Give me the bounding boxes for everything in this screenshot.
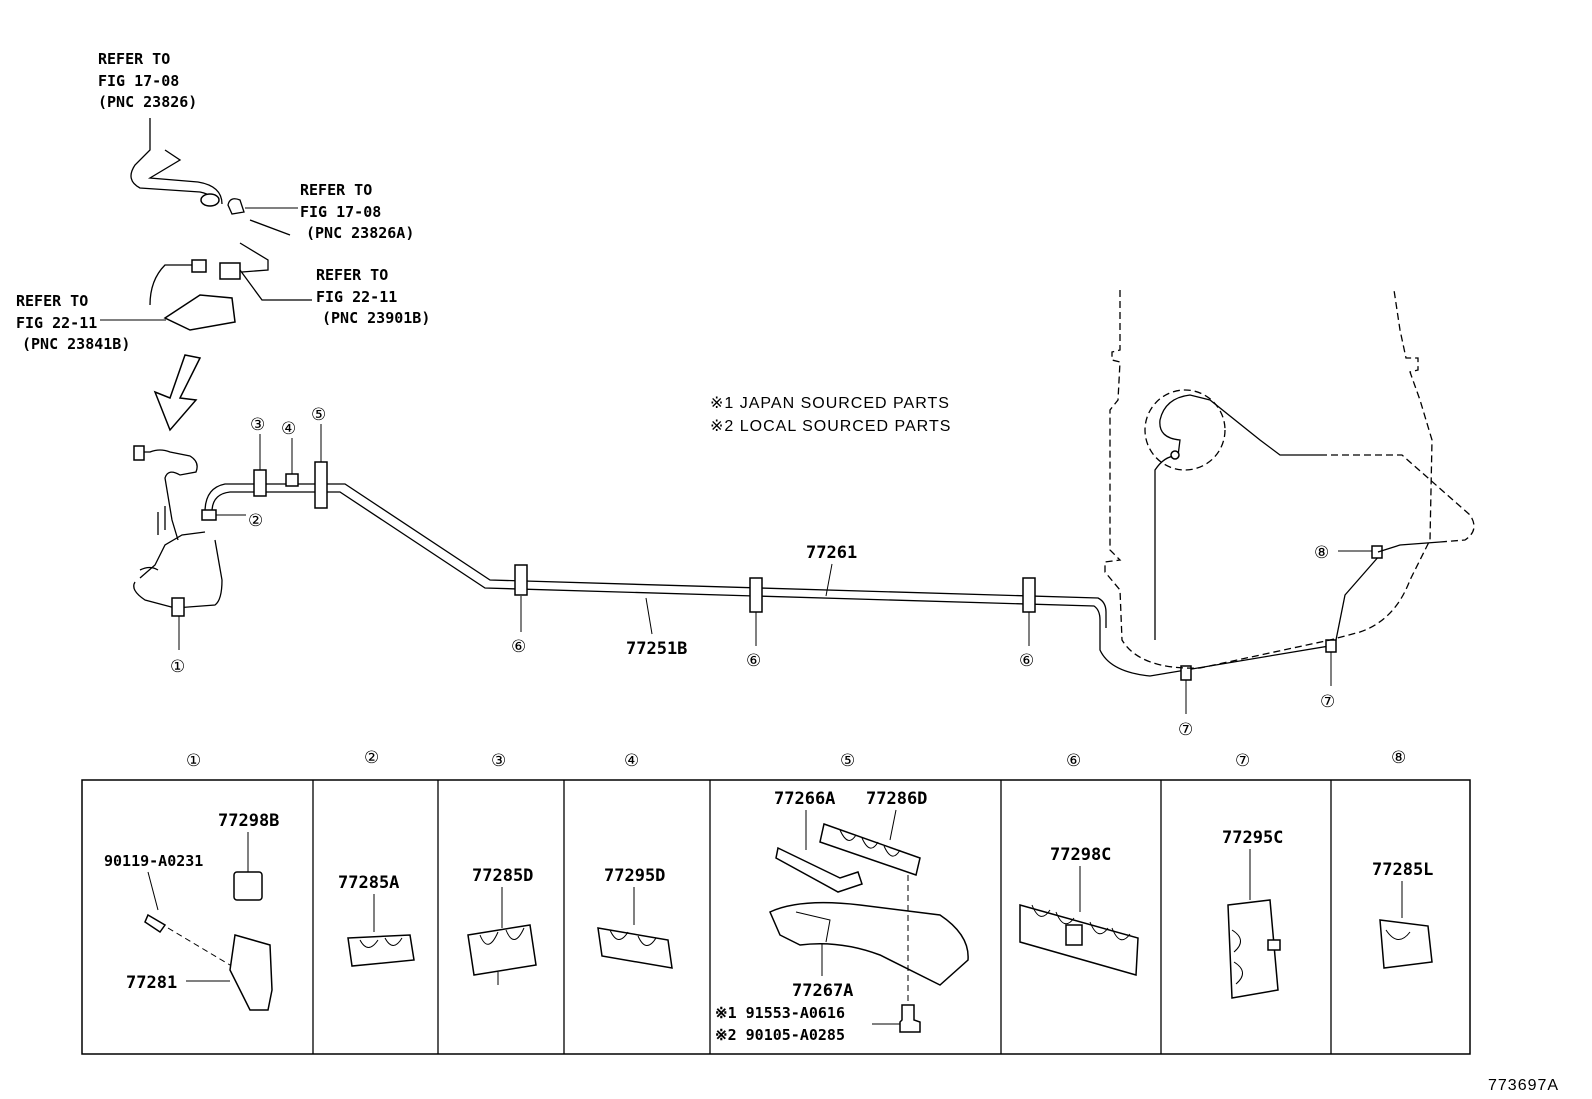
callout-5: ⑤ [311, 405, 326, 424]
table-header-4: ④ [624, 751, 639, 770]
table-header-6: ⑥ [1066, 751, 1081, 770]
callout-7b: ⑦ [1320, 692, 1335, 711]
callout-6a: ⑥ [511, 637, 526, 656]
callout-1: ① [170, 657, 185, 676]
svg-text:(PNC 23841B): (PNC 23841B) [22, 335, 130, 353]
table-header-8: ⑧ [1391, 748, 1406, 767]
part-77266a: 77266A [774, 789, 835, 809]
part-77286d: 77286D [866, 789, 927, 809]
svg-text:FIG 22-11: FIG 22-11 [316, 288, 397, 306]
svg-text:FIG 17-08: FIG 17-08 [98, 72, 179, 90]
part-77298c: 77298C [1050, 845, 1111, 865]
cell-8: 77285L [1372, 860, 1433, 969]
callout-7a: ⑦ [1178, 720, 1193, 739]
part-90119-a0231: 90119-A0231 [104, 852, 203, 870]
parts-table: ① ② ③ ④ ⑤ ⑥ ⑦ ⑧ 77298B 90119-A0231 77281 [81, 748, 1471, 1055]
callout-4: ④ [281, 419, 296, 438]
callout-2: ② [248, 511, 263, 530]
refer-note-4: REFER TO FIG 22-11 (PNC 23841B) [16, 292, 130, 353]
svg-text:REFER TO: REFER TO [316, 266, 388, 284]
refer-note-1: REFER TO FIG 17-08 (PNC 23826) [98, 50, 197, 111]
cell-4: 77295D [597, 866, 673, 969]
callout-3: ③ [250, 415, 265, 434]
figure-id: 773697A [1488, 1077, 1559, 1094]
cell-3: 77285D [467, 866, 537, 985]
svg-text:※1 JAPAN SOURCED PARTS: ※1 JAPAN SOURCED PARTS [710, 395, 950, 412]
part-77285a: 77285A [338, 873, 399, 893]
brake-tube-routing [133, 445, 1383, 681]
svg-text:REFER TO: REFER TO [98, 50, 170, 68]
part-77295d: 77295D [604, 866, 665, 886]
svg-text:(PNC 23826): (PNC 23826) [98, 93, 197, 111]
fuel-tank-outline [1104, 289, 1475, 669]
direction-arrow [153, 354, 202, 432]
refer-note-2: REFER TO FIG 17-08 (PNC 23826A) [300, 181, 414, 242]
svg-text:(PNC 23826A): (PNC 23826A) [306, 224, 414, 242]
cell-6: 77298C [1019, 845, 1139, 976]
svg-text:REFER TO: REFER TO [16, 292, 88, 310]
part-90105-a0285: ※2 90105-A0285 [715, 1026, 845, 1044]
part-77298b: 77298B [218, 811, 279, 831]
table-header-1: ① [186, 751, 201, 770]
fuel-hose-illustration [100, 118, 312, 331]
table-header-7: ⑦ [1235, 751, 1250, 770]
cell-7: 77295C [1222, 828, 1283, 999]
table-header-2: ② [364, 748, 379, 767]
svg-text:REFER TO: REFER TO [300, 181, 372, 199]
tube-77261-label: 77261 [806, 543, 857, 563]
part-77295c: 77295C [1222, 828, 1283, 848]
part-77267a: 77267A [792, 981, 853, 1001]
cell-2: 77285A [338, 873, 415, 967]
part-77285d: 77285D [472, 866, 533, 886]
legend: ※1 JAPAN SOURCED PARTS ※2 LOCAL SOURCED … [710, 395, 951, 435]
svg-text:FIG 22-11: FIG 22-11 [16, 314, 97, 332]
part-77281: 77281 [126, 973, 177, 993]
svg-text:※2 LOCAL SOURCED PARTS: ※2 LOCAL SOURCED PARTS [710, 418, 951, 435]
tube-77251b-label: 77251B [626, 639, 687, 659]
svg-text:FIG 17-08: FIG 17-08 [300, 203, 381, 221]
cell-1: 77298B 90119-A0231 77281 [104, 811, 279, 1011]
part-77285l: 77285L [1372, 860, 1433, 880]
callout-leaders [178, 424, 1372, 714]
table-headers: ① ② ③ ④ ⑤ ⑥ ⑦ ⑧ [186, 748, 1406, 770]
svg-text:(PNC 23901B): (PNC 23901B) [322, 309, 430, 327]
callout-8: ⑧ [1314, 543, 1329, 562]
part-91553-a0616: ※1 91553-A0616 [715, 1004, 845, 1022]
table-header-3: ③ [491, 751, 506, 770]
callout-6b: ⑥ [746, 651, 761, 670]
refer-note-3: REFER TO FIG 22-11 (PNC 23901B) [316, 266, 430, 327]
cell-5: 77266A 77286D 77267A ※1 91553-A0616 ※2 9… [715, 789, 969, 1044]
callout-6c: ⑥ [1019, 651, 1034, 670]
table-header-5: ⑤ [840, 751, 855, 770]
